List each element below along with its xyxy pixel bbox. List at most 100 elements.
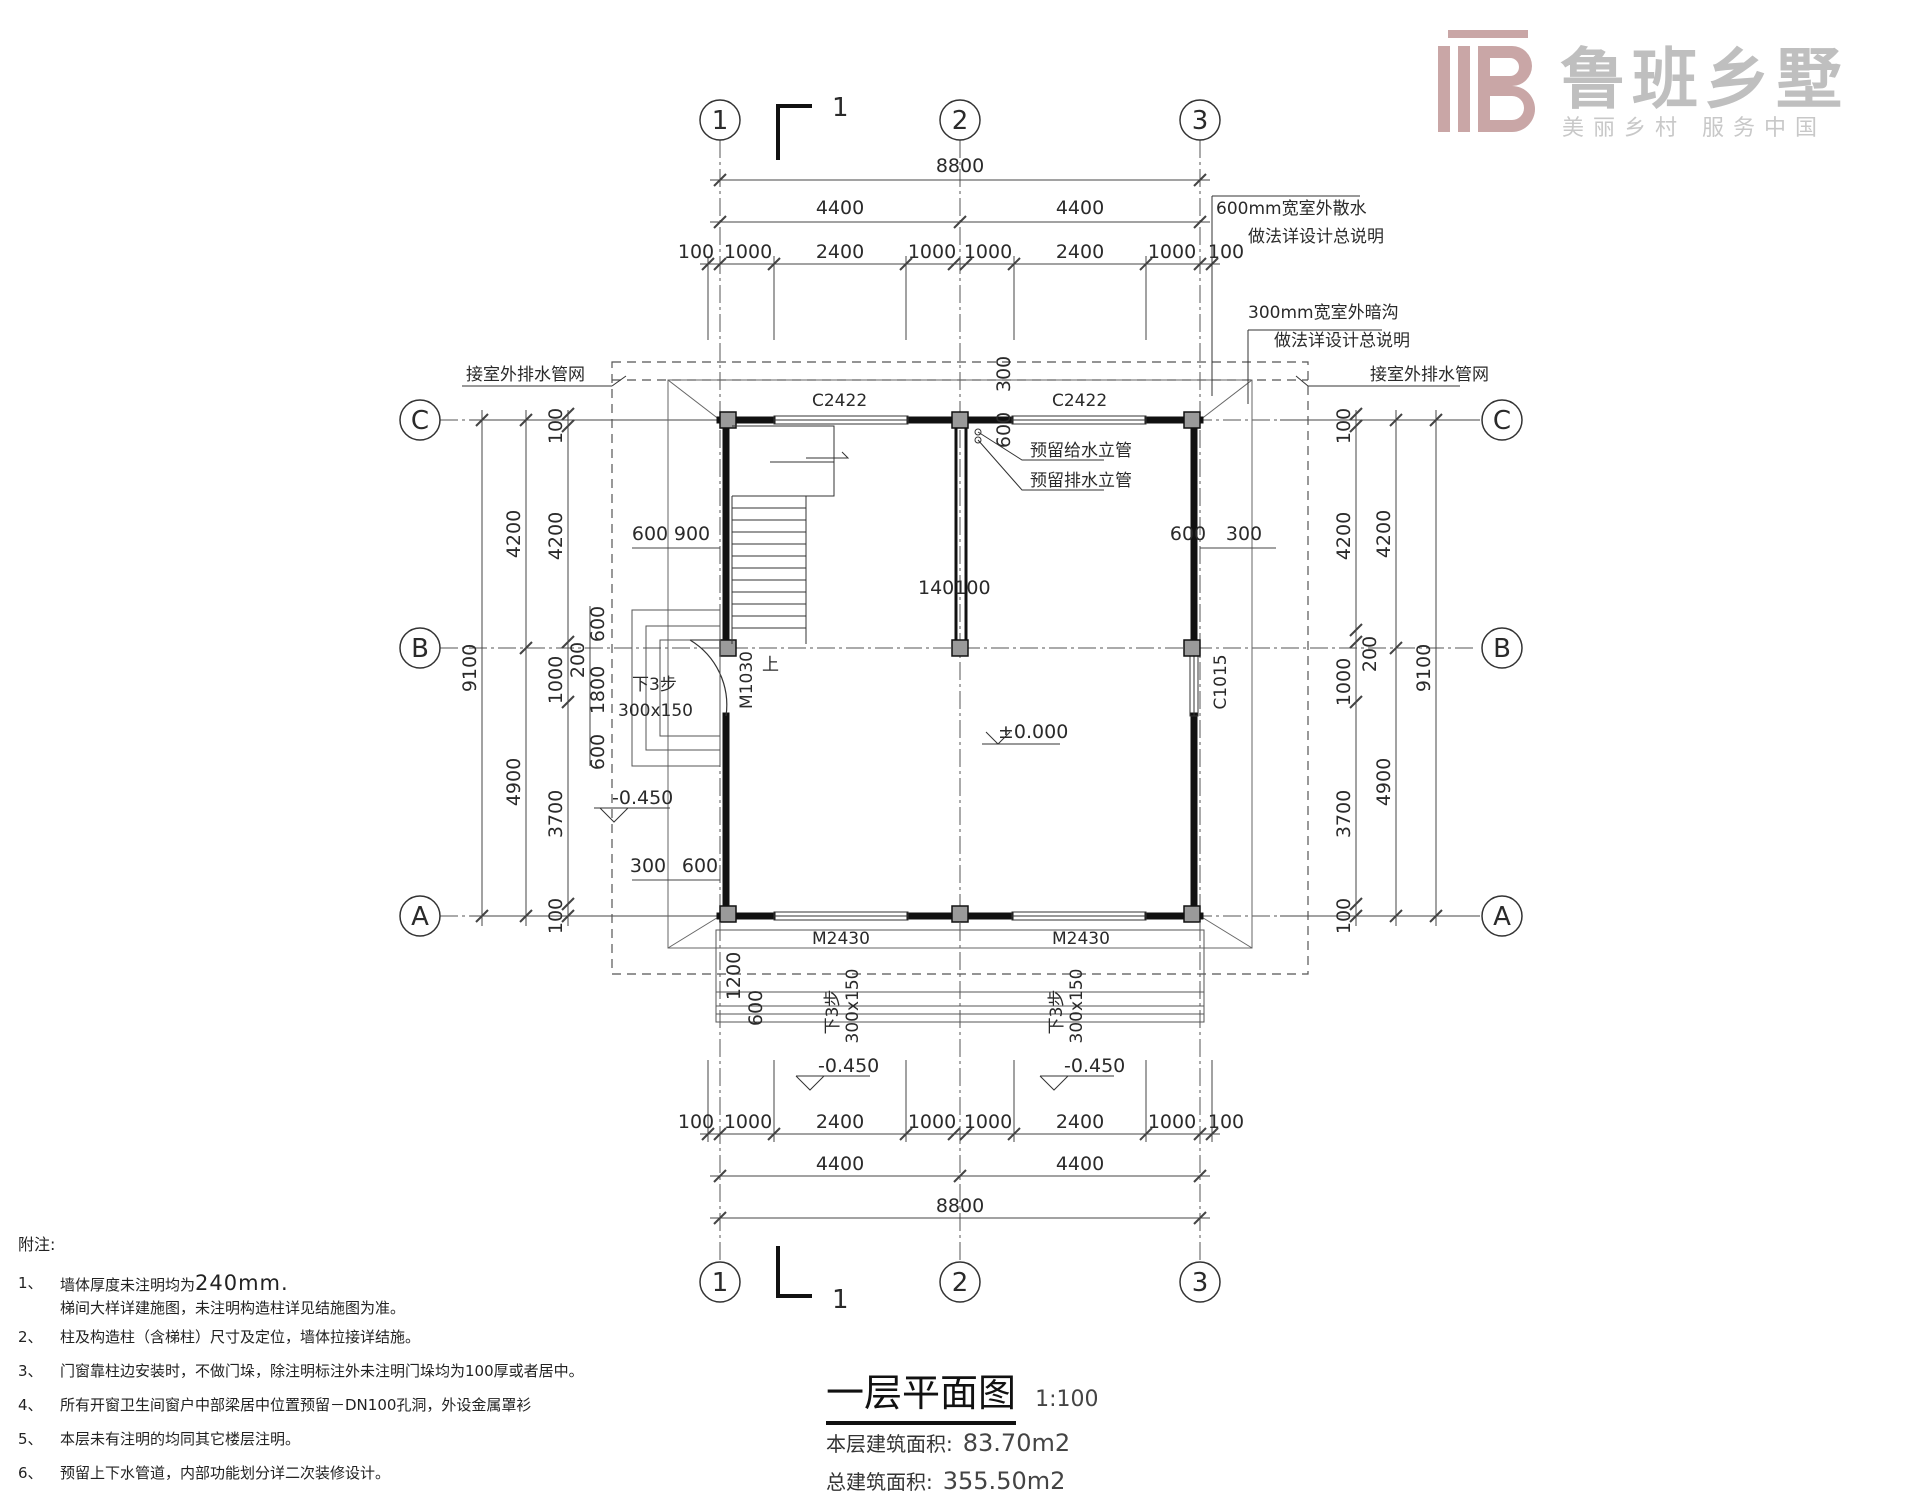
dim-lines-right [1280, 407, 1480, 926]
dim-top-300: 300 [993, 356, 1015, 392]
dim-detail-bottom-4: 1000 [908, 1111, 956, 1133]
dim-detail-bottom-8: 100 [1208, 1111, 1244, 1133]
notes-panel: 附注: 1、 墙体厚度未注明均为240mm. 梯间大样详建施图，未注明构造柱详见… [18, 1228, 638, 1490]
side-steps [631, 609, 721, 767]
dim-lines-bottom [700, 1060, 1220, 1225]
brand-logo-mark [1438, 30, 1535, 132]
note-text: 预留上下水管道，内部功能划分详二次装修设计。 [60, 1464, 391, 1482]
dim-col-140: 140100 [918, 577, 991, 599]
dim-detail-top-1: 100 [678, 241, 714, 263]
dim-stair-600c: 600 [587, 734, 609, 770]
dim-bay-top-1: 4400 [816, 197, 864, 219]
dim-front-600: 600 [745, 990, 767, 1026]
dim-right-inner-4: 1000 [1333, 658, 1355, 706]
dim-stair-300: 300 [630, 855, 666, 877]
dim-detail-bottom-7: 1000 [1148, 1111, 1196, 1133]
dim-detail-top-3: 2400 [816, 241, 864, 263]
note-text: 所有开窗卫生间窗户中部梁居中位置预留－DN100孔洞，外设金属罩衫 [60, 1396, 532, 1414]
drain-leaders [462, 195, 1460, 404]
note-text: 墙体厚度未注明均为240mm. [60, 1271, 289, 1295]
side-steps-label: 下3步 [632, 675, 677, 695]
svg-text:B: B [411, 634, 429, 664]
axis-bubble-2-top: 2 [939, 99, 981, 141]
floor-area-row: 本层建筑面积:83.70m2 [826, 1428, 1070, 1457]
dim-right-mid-2: 4900 [1373, 758, 1395, 806]
window-top-left [773, 415, 909, 425]
dim-stair-900: 900 [674, 523, 710, 545]
dim-bay-bottom-2: 4400 [1056, 1153, 1104, 1175]
svg-text:B: B [1493, 634, 1511, 664]
svg-text:3: 3 [1192, 1268, 1209, 1298]
note-number: 3、 [18, 1362, 43, 1380]
door-side-label: M1030 [737, 651, 757, 709]
total-area-label: 总建筑面积: [826, 1470, 933, 1494]
svg-text:1: 1 [712, 1268, 729, 1298]
dim-detail-top-2: 1000 [724, 241, 772, 263]
note-item-3: 3、 门窗靠柱边安装时，不做门垛，除注明标注外未注明门垛均为100厚或者居中。 [18, 1354, 638, 1388]
dim-left-inner-1: 100 [545, 408, 567, 444]
front-steps-label-2: 下3步 [1047, 990, 1067, 1035]
drain-outlet-left-label: 接室外排水管网 [466, 365, 585, 385]
door-front-right [1011, 911, 1147, 921]
elevation-floor: ±0.000 [998, 721, 1068, 743]
note-number: 4、 [18, 1396, 43, 1414]
note-item-4: 4、 所有开窗卫生间窗户中部梁居中位置预留－DN100孔洞，外设金属罩衫 [18, 1388, 638, 1422]
axis-bubble-b-right: B [1481, 627, 1523, 669]
total-area-row: 总建筑面积: 355.50m2 [826, 1466, 1065, 1495]
dim-stair-1800: 1800 [587, 666, 609, 714]
water-supply-label: 预留给水立管 [1030, 441, 1132, 461]
axis-bubble-b-left: B [399, 627, 441, 669]
dim-stair-600b: 600 [587, 606, 609, 642]
axis-bubble-1-bottom: 1 [699, 1261, 741, 1303]
dim-detail-bottom-3: 2400 [816, 1111, 864, 1133]
axis-bubble-a-right: A [1481, 895, 1523, 937]
svg-text:C: C [1493, 406, 1511, 436]
dim-left-mid-2: 4900 [503, 758, 525, 806]
note-item-1-cont: 梯间大样详建施图，未注明构造柱详见结施图为准。 [18, 1296, 638, 1320]
window-right-label: C1015 [1211, 654, 1231, 709]
note-item-2: 2、 柱及构造柱（含梯柱）尺寸及定位，墙体拉接详结施。 [18, 1320, 638, 1354]
door-front-right-label: M2430 [1052, 929, 1110, 949]
dim-left-inner-4: 3700 [545, 790, 567, 838]
svg-text:1: 1 [712, 106, 729, 136]
dim-bay-bottom-1: 4400 [816, 1153, 864, 1175]
dim-stair-200: 200 [567, 642, 589, 678]
svg-text:3: 3 [1192, 106, 1209, 136]
note-text: 梯间大样详建施图，未注明构造柱详见结施图为准。 [60, 1299, 406, 1317]
dim-left-mid-1: 4200 [503, 510, 525, 558]
total-area-value: 355.50m2 [942, 1467, 1066, 1495]
drawing-title-block: 一层平面图 1:100 [826, 1362, 1246, 1425]
dim-left-outer: 9100 [459, 644, 481, 692]
elevation-front-left: -0.450 [818, 1055, 879, 1077]
dim-lines-top [700, 173, 1220, 340]
note-number: 1、 [18, 1274, 43, 1292]
window-top-left-label: C2422 [812, 391, 867, 411]
dim-right-inner-2: 4200 [1333, 512, 1355, 560]
svg-text:2: 2 [952, 106, 969, 136]
dim-right-mid-1: 4200 [1373, 510, 1395, 558]
window-top-right [1011, 415, 1147, 425]
staircase [731, 425, 850, 644]
stair-up-label: 上 [762, 655, 779, 675]
interior-wall [954, 424, 968, 644]
dim-lines-left [470, 407, 720, 926]
front-step-size-2: 300x150 [1067, 969, 1087, 1044]
axis-bubble-2-bottom: 2 [939, 1261, 981, 1303]
dim-stair-600: 600 [632, 523, 668, 545]
dim-total-bottom: 8800 [936, 1195, 984, 1217]
exterior-walls [716, 416, 1204, 920]
dim-stair-600d: 600 [682, 855, 718, 877]
drawing-scale: 1:100 [1035, 1387, 1099, 1412]
elevation-side: -0.450 [612, 787, 673, 809]
dim-detail-top-4: 1000 [908, 241, 956, 263]
dim-detail-top-8: 100 [1208, 241, 1244, 263]
dim-right-inner-1: 100 [1333, 408, 1355, 444]
svg-text:A: A [411, 902, 429, 932]
window-right [1189, 647, 1199, 717]
ditch-note: 做法详设计总说明 [1274, 331, 1410, 351]
dim-detail-bottom-5: 1000 [964, 1111, 1012, 1133]
apron-note: 做法详设计总说明 [1248, 227, 1384, 247]
dim-lines-stair [589, 547, 1276, 881]
section-mark-top-label: 1 [832, 93, 849, 123]
